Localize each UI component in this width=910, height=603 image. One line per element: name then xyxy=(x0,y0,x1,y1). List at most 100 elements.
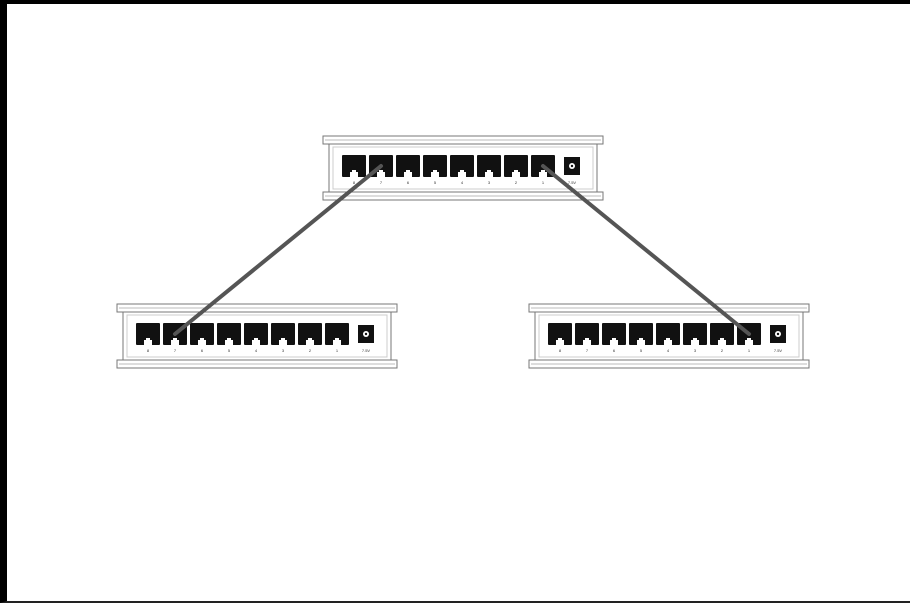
port-jack xyxy=(271,323,295,345)
port-notch xyxy=(637,340,645,345)
port-label: 5 xyxy=(434,180,437,185)
rj45-port-icon xyxy=(271,323,295,345)
power-jack-pin xyxy=(364,332,368,336)
port-notch xyxy=(335,338,339,340)
port-jack xyxy=(504,155,528,177)
port-notch xyxy=(306,340,314,345)
port-notch xyxy=(487,170,491,172)
switch-faceplate xyxy=(332,146,594,190)
ethernet-cable xyxy=(173,164,383,336)
rj45-port-icon xyxy=(710,323,734,345)
rj45-port-icon xyxy=(504,155,528,177)
port-notch xyxy=(539,172,547,177)
port-notch xyxy=(747,338,751,340)
port-label: 3 xyxy=(282,348,285,353)
port-jack xyxy=(396,155,420,177)
port-jack xyxy=(477,155,501,177)
port-label: 4 xyxy=(255,348,258,353)
port-notch xyxy=(666,338,670,340)
port-jack xyxy=(244,323,268,345)
rj45-port-icon xyxy=(548,323,572,345)
port-jack xyxy=(190,323,214,345)
port-notch xyxy=(225,340,233,345)
port-notch xyxy=(431,172,439,177)
port-notch xyxy=(350,172,358,177)
port-notch xyxy=(514,170,518,172)
port-notch xyxy=(254,338,258,340)
rj45-port-icon xyxy=(325,323,349,345)
port-label: 8 xyxy=(559,348,562,353)
port-label: 1 xyxy=(542,180,545,185)
port-jack xyxy=(325,323,349,345)
port-jack xyxy=(548,323,572,345)
port-notch xyxy=(612,338,616,340)
port-label: 6 xyxy=(407,180,410,185)
port-jack xyxy=(602,323,626,345)
port-label: 5 xyxy=(228,348,231,353)
port-notch xyxy=(198,340,206,345)
port-notch xyxy=(352,170,356,172)
port-label: 1 xyxy=(748,348,751,353)
power-jack-pin xyxy=(570,164,574,168)
port-notch xyxy=(377,172,385,177)
port-notch xyxy=(664,340,672,345)
rj45-port-icon xyxy=(396,155,420,177)
port-notch xyxy=(718,340,726,345)
port-notch xyxy=(558,338,562,340)
port-jack xyxy=(710,323,734,345)
port-jack xyxy=(423,155,447,177)
port-label: 2 xyxy=(515,180,518,185)
port-notch xyxy=(227,338,231,340)
port-notch xyxy=(512,172,520,177)
rj45-port-icon xyxy=(683,323,707,345)
port-label: 3 xyxy=(694,348,697,353)
port-notch xyxy=(720,338,724,340)
port-notch xyxy=(146,338,150,340)
port-jack xyxy=(575,323,599,345)
port-notch xyxy=(639,338,643,340)
port-jack xyxy=(656,323,680,345)
port-label: 7 xyxy=(586,348,589,353)
rj45-port-icon xyxy=(477,155,501,177)
port-label: 5 xyxy=(640,348,643,353)
port-notch xyxy=(144,340,152,345)
port-jack xyxy=(683,323,707,345)
port-notch xyxy=(171,340,179,345)
port-notch xyxy=(406,170,410,172)
port-notch xyxy=(404,172,412,177)
rj45-port-icon xyxy=(136,323,160,345)
rj45-port-icon xyxy=(298,323,322,345)
port-jack xyxy=(629,323,653,345)
port-notch xyxy=(379,170,383,172)
port-label: 6 xyxy=(201,348,204,353)
port-notch xyxy=(585,338,589,340)
port-notch xyxy=(281,338,285,340)
port-notch xyxy=(460,170,464,172)
port-notch xyxy=(693,338,697,340)
port-notch xyxy=(556,340,564,345)
rj45-port-icon xyxy=(217,323,241,345)
port-notch xyxy=(200,338,204,340)
rj45-port-icon xyxy=(450,155,474,177)
port-label: 7 xyxy=(380,180,383,185)
rj45-port-icon xyxy=(244,323,268,345)
rj45-port-icon xyxy=(575,323,599,345)
port-jack xyxy=(342,155,366,177)
port-notch xyxy=(173,338,177,340)
port-notch xyxy=(333,340,341,345)
port-notch xyxy=(691,340,699,345)
port-notch xyxy=(308,338,312,340)
port-label: 8 xyxy=(353,180,356,185)
port-label: 6 xyxy=(613,348,616,353)
port-label: 7 xyxy=(174,348,177,353)
port-label: 2 xyxy=(721,348,724,353)
port-label: 4 xyxy=(461,180,464,185)
port-notch xyxy=(541,170,545,172)
port-label: 2 xyxy=(309,348,312,353)
port-notch xyxy=(252,340,260,345)
power-jack-pin xyxy=(776,332,780,336)
